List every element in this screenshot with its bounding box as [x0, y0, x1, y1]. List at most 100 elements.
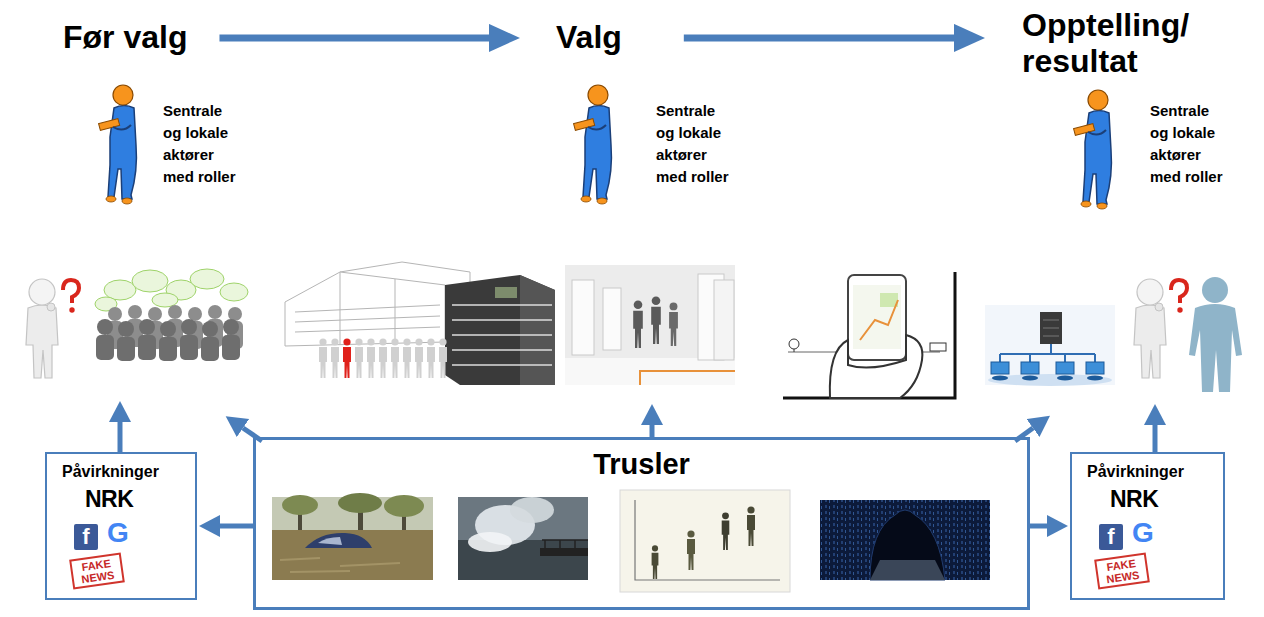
crowd-picture	[223, 319, 239, 335]
phone-map-picture	[783, 272, 955, 398]
hacker-picture	[820, 500, 990, 580]
conflict-chart-picture	[652, 545, 659, 579]
server-network-picture	[991, 362, 1104, 374]
storm-wave-picture	[542, 540, 588, 548]
crowd-picture	[228, 307, 242, 321]
server-network-picture	[1057, 376, 1073, 381]
actor-figure	[99, 85, 137, 204]
voting-room-picture	[565, 265, 735, 385]
phone-map-picture	[794, 349, 795, 352]
conflict-chart-picture	[747, 506, 755, 546]
flow-arrow	[219, 34, 489, 41]
crowd-picture	[139, 319, 155, 335]
conflict-chart-picture	[687, 530, 695, 570]
conflict-chart-picture	[620, 490, 790, 592]
crowd-picture	[159, 337, 177, 361]
flow-arrow	[220, 524, 253, 529]
stage-title: Før valg	[63, 20, 187, 56]
voting-room-picture	[669, 302, 678, 346]
actor-caption: Sentrale og lokale aktører med roller	[163, 100, 241, 188]
crowd-picture	[148, 307, 162, 321]
fake-news-stamp: FAKE NEWS	[1094, 553, 1150, 590]
question-person	[1134, 279, 1187, 378]
crowd-picture	[96, 319, 240, 361]
phone-map-picture	[853, 285, 901, 349]
stage-heading: Opptelling/ resultat	[1022, 8, 1230, 88]
building-picture	[355, 338, 363, 378]
building-picture	[452, 349, 552, 350]
building-picture	[295, 305, 440, 312]
building-picture	[427, 338, 435, 378]
storm-wave-picture	[458, 497, 588, 580]
hacker-picture	[870, 510, 945, 580]
flood-picture	[384, 495, 424, 517]
flood-picture	[272, 530, 433, 580]
flood-picture	[272, 493, 433, 580]
building-picture	[452, 364, 552, 365]
server-network-picture	[1087, 376, 1103, 381]
stage-title: Valg	[556, 20, 622, 56]
flow-arrow	[684, 34, 954, 41]
voting-room-picture	[565, 358, 735, 385]
server-network-picture	[1021, 362, 1039, 374]
server-network-picture	[985, 305, 1115, 385]
voting-room-picture	[565, 265, 735, 385]
building-picture	[452, 334, 552, 335]
crowd-picture	[96, 335, 114, 360]
server-network-picture	[1043, 320, 1059, 321]
voting-room-picture	[651, 296, 661, 344]
flood-picture	[305, 533, 372, 548]
voting-room-picture	[714, 280, 734, 360]
phone-map-picture	[860, 300, 898, 340]
voting-room-picture	[633, 300, 643, 348]
crowd-picture	[201, 337, 219, 361]
building-picture	[403, 338, 411, 378]
building-picture	[343, 338, 351, 378]
crowd-picture	[168, 305, 182, 319]
voting-room-picture	[603, 288, 621, 350]
hacker-picture	[820, 500, 990, 580]
actor-caption: Sentrale og lokale aktører med roller	[656, 100, 734, 188]
building-picture	[439, 338, 447, 378]
server-network-picture	[992, 376, 1008, 381]
phone-map-picture	[783, 272, 955, 398]
crowd-picture	[222, 335, 240, 360]
building-picture	[285, 272, 445, 346]
crowd-picture	[152, 293, 178, 307]
server-network-picture	[992, 376, 1103, 381]
storm-wave-picture	[510, 497, 554, 523]
hacker-picture	[820, 500, 990, 580]
crowd-picture	[138, 335, 156, 360]
person-silhouette	[1202, 277, 1228, 303]
person-silhouette	[1189, 304, 1242, 392]
actor-figure	[574, 85, 612, 204]
phone-map-picture	[830, 335, 923, 398]
google-logo: G	[1132, 518, 1154, 549]
building-picture	[445, 275, 555, 385]
influence-box: PåvirkningerNRKfGFAKE NEWS	[45, 452, 197, 600]
flow-arrow	[1153, 425, 1158, 452]
crowd-picture	[181, 319, 197, 335]
server-network-picture	[1086, 362, 1104, 374]
stage-heading: Før valg	[63, 20, 187, 56]
building-picture	[452, 304, 552, 305]
nrk-logo: NRK	[1110, 487, 1158, 512]
actor-caption: Sentrale og lokale aktører med roller	[1150, 100, 1228, 188]
building-picture	[415, 338, 423, 378]
conflict-chart-picture	[722, 512, 730, 550]
crowd-picture	[202, 321, 218, 337]
building-picture	[331, 338, 339, 378]
server-network-picture	[1043, 336, 1059, 337]
box-title: Påvirkninger	[1087, 462, 1184, 481]
phone-map-picture	[848, 275, 906, 360]
building-picture	[495, 287, 517, 298]
crowd-picture	[128, 305, 142, 319]
server-network-picture	[1040, 312, 1062, 344]
flow-arrow	[118, 422, 123, 452]
crowd-picture	[160, 321, 176, 337]
flood-picture	[282, 495, 318, 515]
storm-wave-picture	[468, 532, 512, 552]
nrk-logo: NRK	[85, 487, 133, 512]
